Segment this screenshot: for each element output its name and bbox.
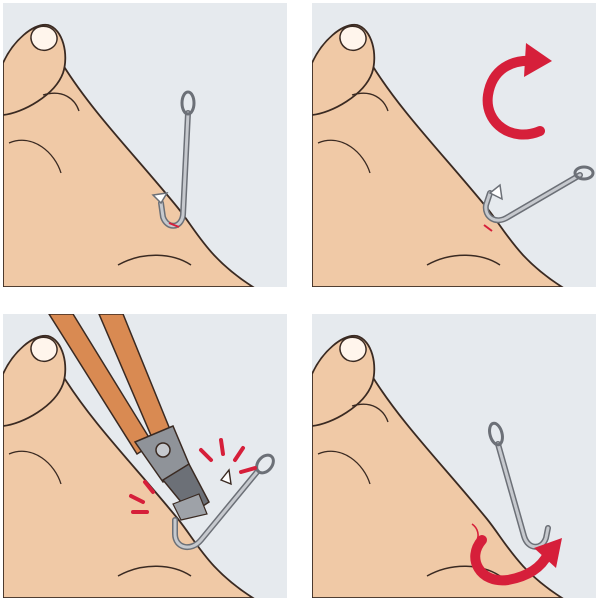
fishhook (487, 422, 548, 547)
step-1-illustration (3, 3, 287, 287)
thumbnail (31, 26, 57, 50)
step-3-illustration (3, 314, 287, 598)
panel-step-4 (312, 314, 596, 598)
cut-barb-piece (221, 470, 231, 484)
fishhook (486, 167, 593, 220)
step-2-illustration (312, 3, 596, 287)
thumbnail (340, 26, 366, 50)
panel-step-1 (3, 3, 287, 287)
step-4-illustration (312, 314, 596, 598)
curved-rotation-arrow (488, 43, 552, 135)
panel-step-3 (3, 314, 287, 598)
thumbnail (31, 337, 57, 361)
thumbnail (340, 337, 366, 361)
panel-step-2 (312, 3, 596, 287)
